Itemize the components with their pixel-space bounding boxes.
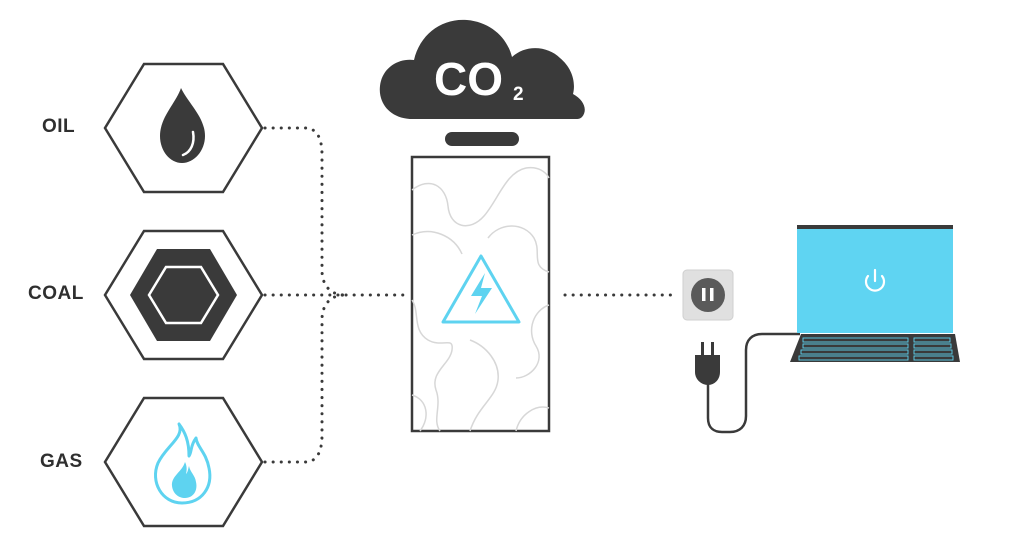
plant-cap [445,132,519,146]
power-outlet-icon [682,269,734,321]
gas-flame-icon [154,422,212,505]
co2-subscript: 2 [513,84,524,105]
cloud-icon: CO 2 [379,19,585,119]
oil-drop-icon [160,88,205,163]
power-button-icon [864,268,886,292]
source-label-gas: GAS [40,451,83,472]
source-connectors [263,126,412,464]
power-plant [410,155,551,433]
source-label-oil: OIL [42,116,76,137]
co2-label: CO [434,53,503,105]
source-label-coal: COAL [28,283,84,304]
laptop-keyboard [798,337,954,361]
coal-hexagon-icon [130,249,237,341]
terrain-pattern [411,166,550,432]
gas-node [103,396,264,528]
lightning-warning-icon [441,254,521,324]
power-plug-icon [695,332,800,434]
laptop [790,225,960,362]
